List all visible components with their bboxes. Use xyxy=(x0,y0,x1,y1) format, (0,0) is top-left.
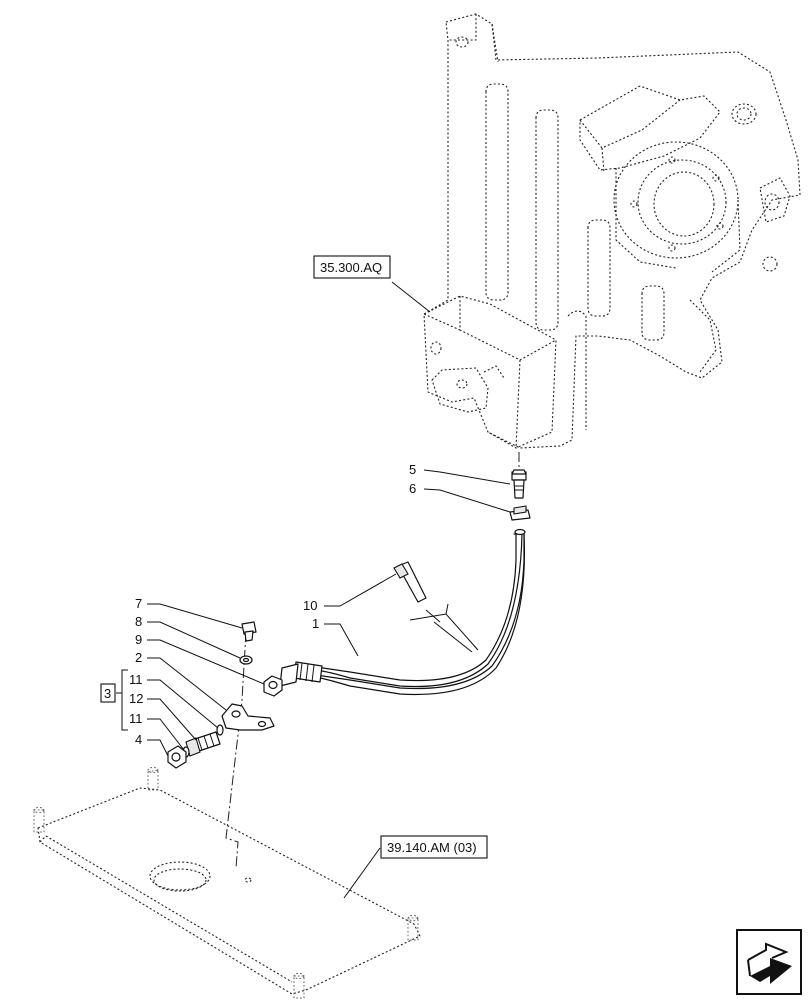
bracket-2 xyxy=(221,703,275,731)
centerline-bracket xyxy=(225,631,247,869)
leader-lines xyxy=(116,281,511,899)
callout-3: 3 xyxy=(104,686,111,701)
cable-tie-10 xyxy=(393,561,479,653)
callout-3-box xyxy=(100,683,116,703)
callout-4: 4 xyxy=(135,732,142,747)
callout-12: 12 xyxy=(129,691,143,706)
callout-6: 6 xyxy=(409,481,416,496)
reference-floor-plate-label: 39.140.AM (03) xyxy=(387,840,477,855)
reference-floor-plate[interactable]: 39.140.AM (03) xyxy=(380,835,488,859)
fitting-12 xyxy=(185,731,221,757)
floor-plate xyxy=(33,767,421,999)
washer-8 xyxy=(239,655,253,665)
callout-1: 1 xyxy=(312,616,319,631)
reference-frame-label: 35.300.AQ xyxy=(320,260,382,275)
frame-housing xyxy=(423,13,801,449)
clip-6 xyxy=(509,505,531,521)
next-page-arrow-icon[interactable] xyxy=(736,929,802,995)
callout-7: 7 xyxy=(135,596,142,611)
o-ring-11-upper xyxy=(216,724,224,736)
callout-5: 5 xyxy=(409,462,416,477)
hose-1 xyxy=(279,528,526,696)
callout-numbers: 5 6 10 1 7 8 9 2 11 12 11 4 3 xyxy=(100,462,416,747)
callout-10: 10 xyxy=(303,598,317,613)
nut-4 xyxy=(167,745,187,769)
fitting-5 xyxy=(511,469,527,499)
callout-11-upper: 11 xyxy=(129,672,143,687)
callout-2: 2 xyxy=(135,650,142,665)
reference-frame[interactable]: 35.300.AQ xyxy=(313,255,391,279)
callout-8: 8 xyxy=(135,614,142,629)
callout-9: 9 xyxy=(135,632,142,647)
nut-9 xyxy=(263,675,283,697)
callout-11-lower: 11 xyxy=(129,711,143,726)
bolt-7 xyxy=(241,621,257,642)
